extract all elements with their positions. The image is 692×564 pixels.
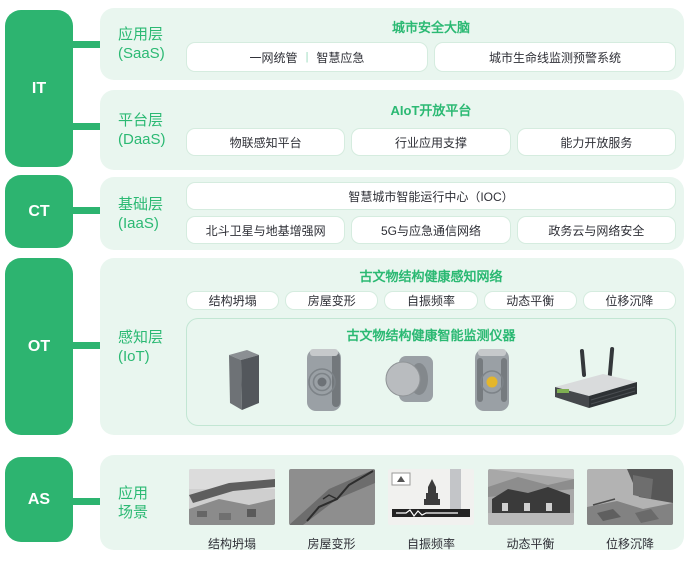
layer-label-iot: 感知层 (IoT) xyxy=(100,258,186,435)
box-text: 城市生命线监测预警系统 xyxy=(488,50,621,65)
iot-box-deformation: 房屋变形 xyxy=(285,291,379,310)
daas-box-industry-support: 行业应用支撑 xyxy=(351,128,511,156)
rail-label-ot: OT xyxy=(27,337,51,355)
iaas-box-ioc: 智慧城市智能运行中心（IOC） xyxy=(186,182,676,210)
monitoring-devices-box: 古文物结构健康智能监测仪器 xyxy=(186,318,676,426)
layer-label-scenes: 应用 场景 xyxy=(100,455,186,550)
scene-label: 动态平衡 xyxy=(506,537,555,551)
scene-label: 结构坍塌 xyxy=(207,537,256,551)
connector-as-scenes xyxy=(60,498,100,505)
iot-box-balance: 动态平衡 xyxy=(483,291,577,310)
settlement-photo xyxy=(587,469,673,530)
iaas-box-gov-cloud: 政务云与网络安全 xyxy=(516,216,676,244)
layer-label-iaas: 基础层 (IaaS) xyxy=(100,177,186,250)
frequency-diagram xyxy=(388,469,474,530)
panel-saas: 应用层 (SaaS) 城市安全大脑 一网统管 | 智慧应急 城市生命线监测预警系… xyxy=(100,8,684,80)
scene-label: 位移沉降 xyxy=(605,537,654,551)
iot-box-settlement: 位移沉降 xyxy=(582,291,677,310)
saas-box-city-lifeline: 城市生命线监测预警系统 xyxy=(434,42,676,72)
layer-tier: (IoT) xyxy=(118,347,150,365)
layer-name: 应用 xyxy=(118,484,149,502)
scene-displacement-settlement: 位移沉降 xyxy=(586,469,674,552)
layer-tier: (SaaS) xyxy=(118,45,165,62)
iaas-box-5g: 5G与应急通信网络 xyxy=(351,216,511,244)
box-text: 智慧应急 xyxy=(316,50,365,65)
layer-name: 平台层 xyxy=(118,112,164,129)
dial-sensor-icon xyxy=(379,344,435,419)
box-separator: | xyxy=(305,51,309,63)
layer-tier: (IaaS) xyxy=(118,214,159,232)
layer-label-saas: 应用层 (SaaS) xyxy=(100,8,186,80)
layer-tier: (DaaS) xyxy=(118,131,166,148)
rail-label-it: IT xyxy=(31,79,47,97)
collapse-photo xyxy=(189,469,275,530)
saas-box-unified-management: 一网统管 | 智慧应急 xyxy=(186,42,428,72)
vibration-sensor-icon xyxy=(299,344,347,419)
iaas-box-beidou: 北斗卫星与地基增强网 xyxy=(186,216,346,244)
rail-label-ct: CT xyxy=(28,202,50,220)
connector-it-daas xyxy=(60,123,100,130)
layer-label-daas: 平台层 (DaaS) xyxy=(100,90,186,170)
layer-name: 场景 xyxy=(118,503,149,521)
layer-name: 基础层 xyxy=(118,195,164,213)
scene-dynamic-balance: 动态平衡 xyxy=(487,469,575,552)
scene-natural-frequency: 自振频率 xyxy=(387,469,475,552)
saas-title: 城市安全大脑 xyxy=(391,20,470,35)
box-text: 一网统管 xyxy=(249,50,298,65)
connector-ct-iaas xyxy=(60,207,100,214)
daas-box-open-capability: 能力开放服务 xyxy=(516,128,676,156)
column-sensor-icon xyxy=(219,344,267,419)
scene-structural-collapse: 结构坍塌 xyxy=(188,469,276,552)
iot-box-collapse: 结构坍塌 xyxy=(186,291,280,310)
gateway-router-icon xyxy=(547,344,643,419)
panel-iot: 感知层 (IoT) 古文物结构健康感知网络 结构坍塌 房屋变形 自振频率 动态平… xyxy=(100,258,684,435)
rail-label-as: AS xyxy=(27,490,51,508)
house-photo xyxy=(487,469,574,530)
iot-box-frequency: 自振频率 xyxy=(384,291,478,310)
beacon-sensor-icon xyxy=(467,344,515,419)
connector-ot-iot xyxy=(60,342,100,349)
iot-network-title: 古文物结构健康感知网络 xyxy=(359,269,503,284)
rail-block-ct: CT xyxy=(5,175,73,248)
daas-box-iot-platform: 物联感知平台 xyxy=(186,128,346,156)
scene-house-deformation: 房屋变形 xyxy=(288,469,376,552)
layer-name: 应用层 xyxy=(118,26,164,43)
crack-photo xyxy=(288,469,375,530)
panel-iaas: 基础层 (IaaS) 智慧城市智能运行中心（IOC） 北斗卫星与地基增强网 5G… xyxy=(100,177,684,250)
daas-title: AIoT开放平台 xyxy=(390,103,472,118)
rail-block-it: IT xyxy=(5,10,73,167)
panel-daas: 平台层 (DaaS) AIoT开放平台 物联感知平台 行业应用支撑 能力开放服务 xyxy=(100,90,684,170)
scene-label: 自振频率 xyxy=(406,537,455,551)
connector-it-saas xyxy=(60,41,100,48)
scene-label: 房屋变形 xyxy=(307,537,356,551)
rail-block-as: AS xyxy=(5,457,73,542)
rail-block-ot: OT xyxy=(5,258,73,435)
panel-scenes: 应用 场景 xyxy=(100,455,684,552)
iot-devices-title: 古文物结构健康智能监测仪器 xyxy=(346,328,516,343)
layer-name: 感知层 xyxy=(118,328,164,346)
